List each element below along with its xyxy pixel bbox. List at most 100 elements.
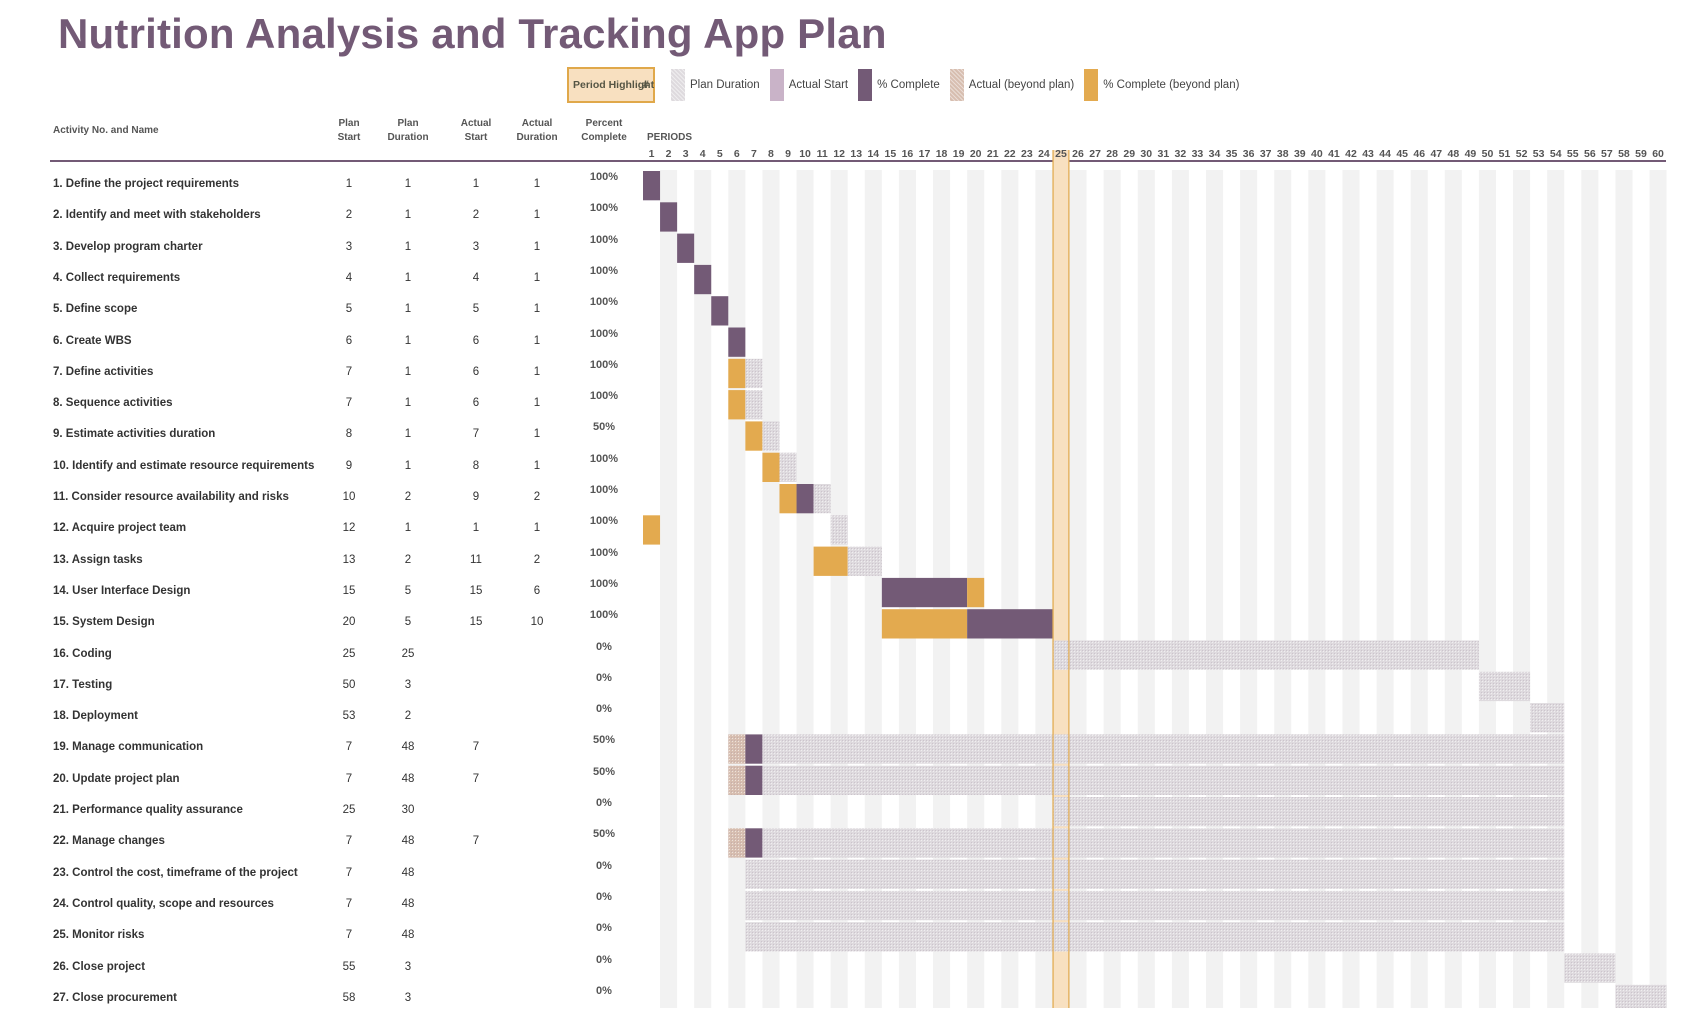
actual-start-cell: 1 [472,178,480,190]
plan-start-cell: 7 [345,866,353,879]
activity-name: 9. Estimate activities duration [53,428,216,441]
actual-duration-cell: 1 [533,271,541,284]
plan-start-cell: 53 [342,710,356,723]
gantt-bar-plan [1052,797,1565,827]
period-column-stripe [864,170,882,1008]
percent-complete-cell: 100% [589,609,619,622]
period-number: 11 [817,148,828,160]
actual-start-cell: 15 [469,584,483,597]
actual-beyond-swatch [949,69,964,101]
plan-start-cell: 10 [342,491,356,503]
plan-duration-cell: 48 [401,866,415,879]
percent-complete-cell: 100% [589,484,619,496]
page-title: Nutrition Analysis and Tracking App Plan [58,10,887,57]
plan-duration-cell: 1 [404,522,412,535]
period-number: 18 [936,148,948,160]
header-plan-duration-line1: Plan [397,118,419,129]
period-number: 20 [970,148,982,160]
percent-complete-cell: 100% [589,452,619,465]
actual-duration-cell: 1 [533,365,541,378]
plan-start-cell: 12 [342,522,356,535]
percent-complete-cell: 0% [596,859,612,872]
gantt-bar-actual-beyond [728,828,746,858]
activity-name: 21. Performance quality assurance [53,804,243,816]
plan-start-cell: 25 [342,804,356,816]
period-highlight-value[interactable]: # [642,79,649,91]
percent-complete-cell: 50% [592,421,616,434]
actual-duration-cell: 1 [533,334,541,347]
percent-complete-cell: 0% [596,953,612,966]
period-number: 49 [1465,148,1477,160]
period-column-stripe [762,170,780,1008]
percent-complete-cell: 100% [589,327,619,340]
actual-duration-cell: 1 [533,428,541,441]
gantt-bar-plan [762,734,1565,764]
percent-complete-cell: 100% [589,515,619,528]
activity-name: 5. Define scope [53,303,138,316]
period-column-stripe [728,170,746,1008]
period-number: 58 [1618,148,1630,160]
period-highlight-box[interactable]: Period Highlight # [567,67,655,103]
plan-start-cell: 20 [342,616,356,629]
header-actual-duration: Actual Duration [512,117,562,145]
plan-duration-cell: 1 [404,365,412,378]
period-number: 48 [1448,148,1460,160]
legend-percent-complete: % Complete [858,69,940,101]
gantt-bar-complete [711,296,729,326]
period-number: 29 [1123,148,1135,160]
period-column-stripe [694,170,712,1008]
plan-duration-cell: 2 [404,710,412,723]
activity-name: 22. Manage changes [53,835,165,848]
percent-complete-cell: 100% [589,577,619,590]
period-number: 56 [1584,148,1596,160]
gantt-bar-plan [779,452,797,482]
activity-name: 14. User Interface Design [53,584,191,597]
gantt-bar-complete [745,828,763,858]
actual-start-cell: 2 [472,209,480,222]
period-number: 43 [1362,148,1374,160]
plan-duration-cell: 48 [401,835,415,848]
period-number: 27 [1089,148,1101,160]
gantt-bar-complete [728,327,746,357]
period-column-stripe [830,170,848,1008]
activity-name: 17. Testing [53,678,113,691]
activity-name: 6. Create WBS [53,334,132,347]
period-number: 37 [1260,148,1272,160]
actual-start-cell: 6 [472,365,480,378]
plan-start-cell: 58 [342,991,356,1004]
period-number: 8 [768,148,774,160]
period-number: 50 [1482,148,1494,160]
activity-name: 10. Identify and estimate resource requi… [53,459,315,472]
actual-start-cell: 5 [472,303,480,316]
plan-start-cell: 15 [342,584,356,597]
activity-name: 18. Deployment [53,710,138,723]
plan-duration-cell: 1 [404,271,412,284]
period-number: 25 [1055,148,1067,160]
actual-duration-cell: 1 [533,459,541,472]
period-number: 52 [1516,148,1528,160]
period-number: 26 [1072,148,1084,160]
period-number: 39 [1294,148,1306,160]
period-number: 47 [1430,148,1442,160]
plan-duration-cell: 3 [404,678,412,691]
header-percent-line2: Complete [581,132,627,143]
plan-start-cell: 7 [345,365,353,378]
plan-start-cell: 4 [345,271,353,284]
plan-duration-cell: 3 [404,960,412,973]
plan-start-cell: 7 [345,835,353,848]
gantt-bar-complete [796,484,814,514]
percent-complete-cell: 0% [596,797,612,809]
period-column-stripe [1581,170,1599,1008]
period-number: 44 [1379,148,1391,160]
percent-complete-cell: 100% [589,202,619,215]
plan-start-cell: 1 [345,178,353,190]
period-number: 12 [833,148,845,160]
gantt-bar-complete [694,264,712,295]
period-number: 1 [649,148,655,160]
actual-start-cell: 7 [472,772,480,785]
plan-duration-cell: 48 [401,741,415,754]
actual-start-cell: 7 [472,835,480,848]
period-number: 14 [867,148,879,160]
activity-name: 24. Control quality, scope and resources [53,897,274,910]
plan-duration-cell: 1 [404,428,412,441]
